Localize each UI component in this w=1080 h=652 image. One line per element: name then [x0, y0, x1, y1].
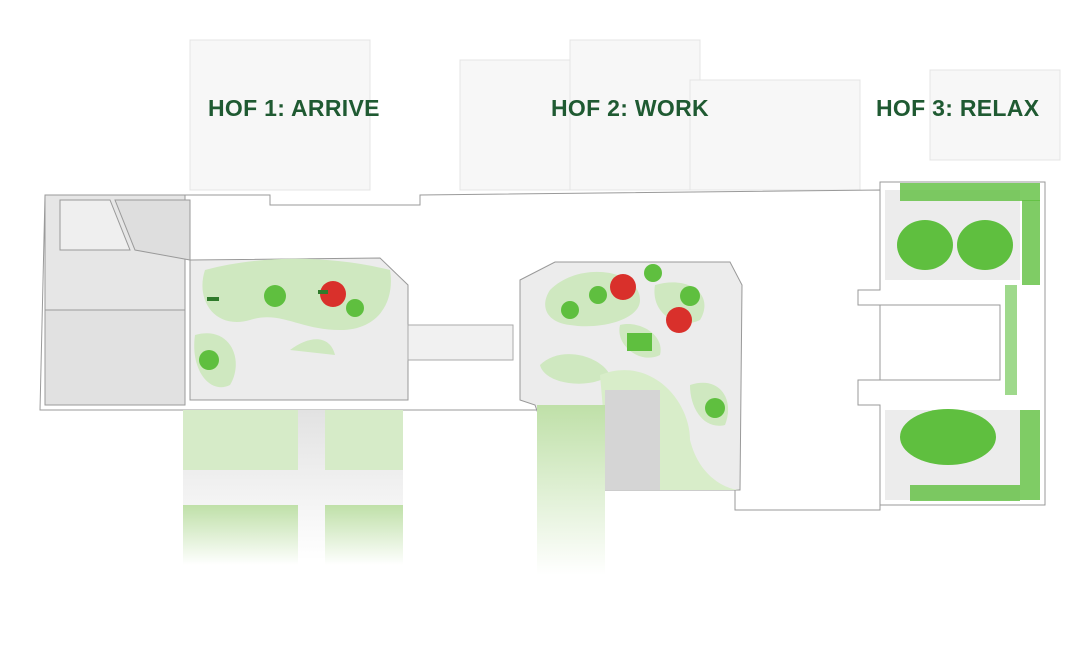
- courtyard-1-label: HOF 1: ARRIVE: [208, 95, 380, 121]
- umbrella-icon: [610, 274, 636, 300]
- surrounding-buildings: [189, 39, 1061, 191]
- courtyard-1-plan: [189, 257, 409, 401]
- courtyard-3-label: HOF 3: RELAX: [876, 95, 1040, 121]
- courtyard-2-label: HOF 2: WORK: [551, 95, 709, 121]
- courtyard-3-plan: [857, 181, 1046, 506]
- umbrella-icon: [666, 307, 692, 333]
- umbrella-icon: [320, 281, 346, 307]
